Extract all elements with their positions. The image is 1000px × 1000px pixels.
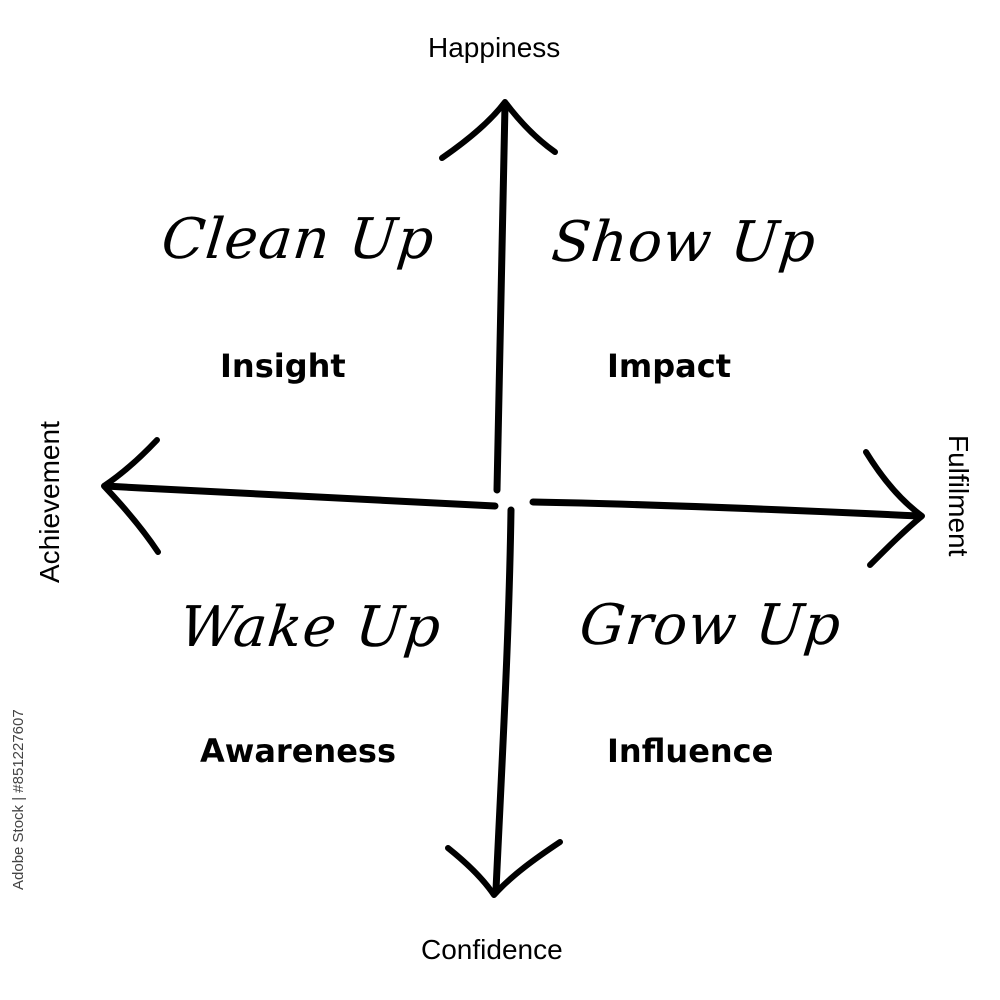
quadrant-top-right-script: Show Up	[548, 210, 820, 275]
arrow-left-icon	[101, 437, 161, 555]
axis-label-right: Fulfilment	[943, 435, 974, 557]
axis-label-left: Achievement	[34, 421, 65, 583]
axis-left-line	[101, 482, 499, 510]
axis-down-line	[492, 506, 515, 894]
quadrant-bottom-right-script: Grow Up	[576, 593, 845, 658]
axis-right-line	[529, 498, 924, 520]
axis-label-top: Happiness	[428, 32, 561, 63]
quadrant-bottom-left-script: Wake Up	[176, 595, 445, 660]
watermark-id-text: Adobe Stock | #851227607	[10, 709, 27, 890]
quadrant-top-left-keyword: Insight	[220, 347, 346, 385]
arrow-up-icon	[439, 99, 558, 161]
quadrant-bottom-left-keyword: Awareness	[200, 732, 396, 770]
quadrant-bottom-right-keyword: Influence	[607, 732, 774, 770]
arrow-down-icon	[445, 839, 563, 898]
arrow-right-icon	[863, 449, 925, 568]
quadrant-top-right-keyword: Impact	[607, 347, 732, 385]
axis-up-line	[493, 101, 509, 494]
axis-label-bottom: Confidence	[421, 934, 563, 965]
quadrant-top-left-script: Clean Up	[158, 207, 438, 272]
